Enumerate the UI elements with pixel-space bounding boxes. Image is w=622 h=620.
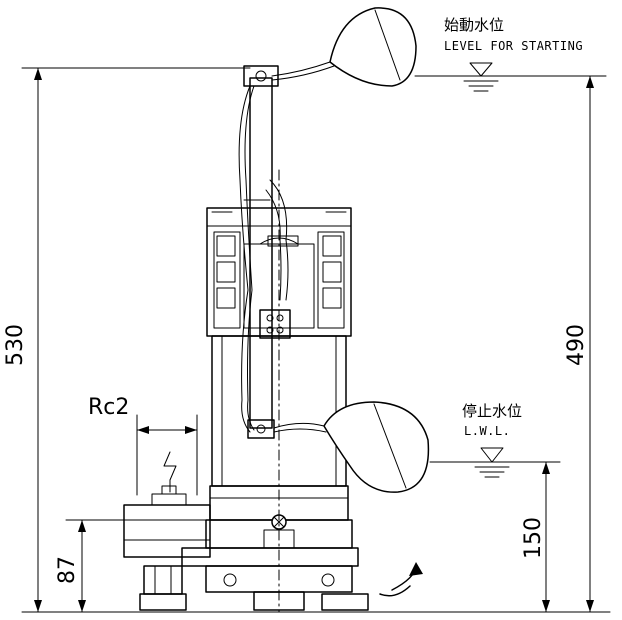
start-level-en-label: LEVEL FOR STARTING — [444, 39, 583, 53]
dimension-outlet-height: 87 — [55, 519, 129, 613]
dimension-530-label: 530 — [3, 324, 28, 366]
start-level-jp-label: 始動水位 — [444, 16, 504, 34]
dimension-87-label: 87 — [55, 556, 80, 584]
outlet-dimension: Rc2 — [88, 395, 198, 496]
dimension-start-level: 490 — [564, 75, 594, 613]
stop-float — [323, 401, 430, 493]
dimension-total-height: 530 — [3, 67, 251, 613]
outlet-rc2-label: Rc2 — [88, 395, 129, 420]
dimension-stop-level: 150 — [521, 461, 550, 613]
start-level-marker: 始動水位 LEVEL FOR STARTING — [414, 16, 607, 92]
cable-lines — [238, 61, 335, 433]
stop-level-jp-label: 停止水位 — [462, 402, 522, 420]
stop-level-marker: 停止水位 L.W.L. — [429, 402, 561, 478]
float-guide-pole — [243, 65, 291, 439]
stop-level-en-label: L.W.L. — [464, 424, 510, 438]
start-float — [329, 7, 417, 87]
dimension-490-label: 490 — [564, 324, 589, 366]
dimension-150-label: 150 — [521, 517, 546, 559]
